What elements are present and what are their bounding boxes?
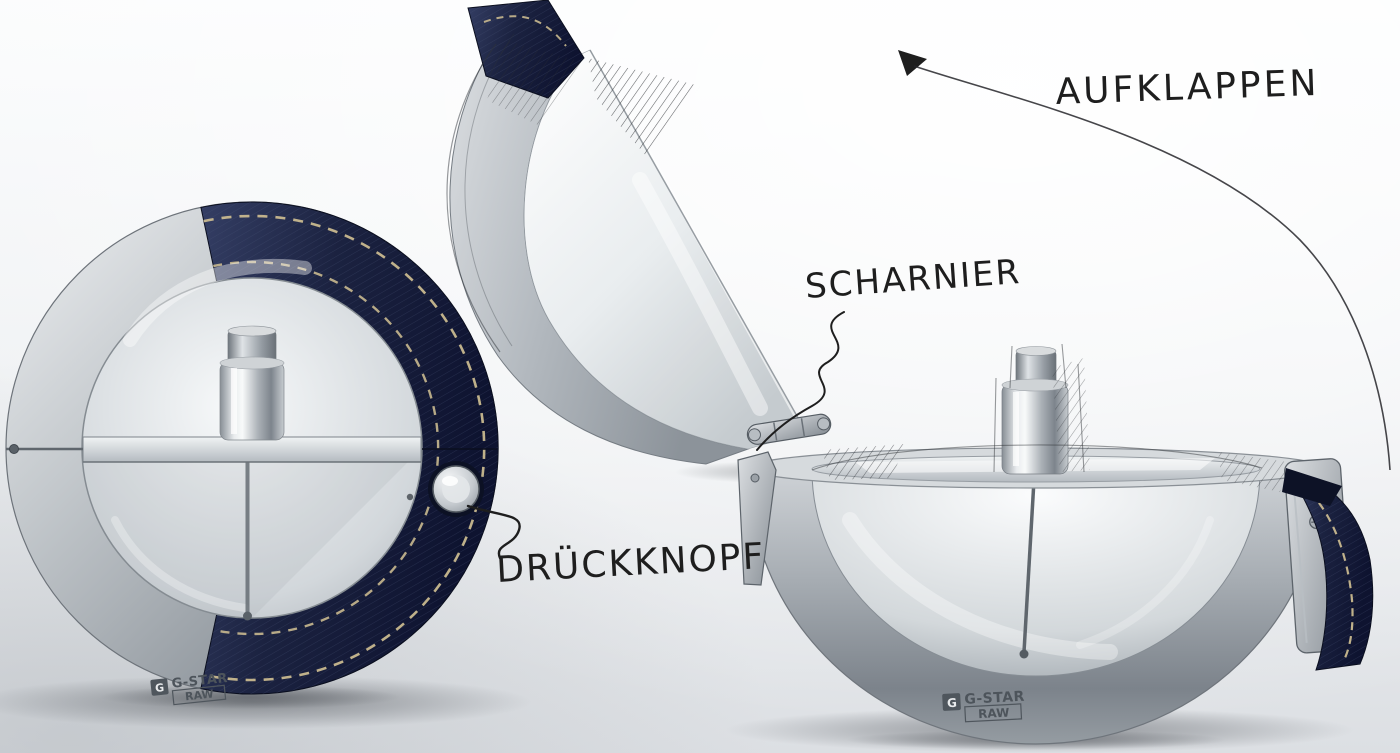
rim-sketch-line — [811, 444, 1263, 471]
tube-tip-right — [1019, 649, 1029, 659]
aufklappen-arrowhead — [898, 50, 927, 76]
stitching-outer — [203, 214, 486, 682]
sketch-overdraw-1 — [446, 43, 501, 353]
open-lid — [446, 0, 832, 465]
base-glass — [811, 469, 1261, 677]
logo-box-icon — [150, 678, 169, 696]
rim-hatch-left — [822, 444, 905, 480]
logo-letter: G — [154, 681, 164, 695]
lid-glass-reflection — [632, 172, 768, 416]
spray-tube-right — [1022, 479, 1036, 653]
lid-denim-stitch — [483, 15, 567, 47]
logo-text-right: G-STAR — [964, 689, 1025, 708]
lid-glass — [523, 49, 807, 450]
logo-box-icon-right — [942, 693, 961, 711]
sketch-hatching-tip — [588, 58, 700, 158]
sketch-overdraw-2 — [464, 33, 515, 347]
denim-tab-texture — [1290, 474, 1373, 670]
glass-highlight — [123, 258, 312, 347]
spray-tube-left — [245, 462, 250, 614]
seam-screw — [9, 444, 19, 454]
sketch-hatching-band — [487, 40, 582, 126]
inner-screw — [406, 493, 414, 501]
denim-texture — [200, 201, 499, 694]
denim-tab-fold — [1282, 468, 1342, 506]
glass-lower-shade — [82, 448, 422, 618]
denim-tab-stitch — [1309, 491, 1354, 661]
rim-hatch-right — [1218, 452, 1288, 492]
open-base: G G-STAR RAW — [737, 343, 1374, 745]
brand-logo-left: G G-STAR RAW — [150, 671, 229, 706]
scharnier-arrow — [756, 311, 845, 451]
annotation-aufklappen: AUFKLAPPEN — [1055, 63, 1320, 113]
perfume-bottle-right — [993, 343, 1090, 475]
logo-letter-right: G — [947, 696, 958, 710]
closed-case: G G-STAR RAW — [5, 201, 499, 706]
bowl-reflection — [842, 512, 1118, 660]
logo-raw-right: RAW — [978, 706, 1010, 722]
bracket-screw — [750, 473, 760, 483]
perfume-bottle-left — [219, 325, 285, 441]
bottle-sketch-lines — [993, 343, 1085, 473]
brand-logo-right: G G-STAR RAW — [942, 689, 1025, 723]
glass-shelf-left — [82, 436, 422, 463]
push-button — [428, 461, 484, 517]
logo-raw: RAW — [184, 687, 214, 703]
aufklappen-arrow — [913, 65, 1391, 471]
bottle-body-left — [219, 361, 285, 441]
tube-tip-left — [243, 611, 252, 621]
bottle-sketch-hatch — [1052, 358, 1090, 472]
latch-bracket — [737, 451, 777, 586]
glass-highlight-2 — [111, 516, 249, 612]
bowl-reflection-2 — [1076, 516, 1214, 649]
drueckknopf-arrow — [466, 504, 521, 560]
